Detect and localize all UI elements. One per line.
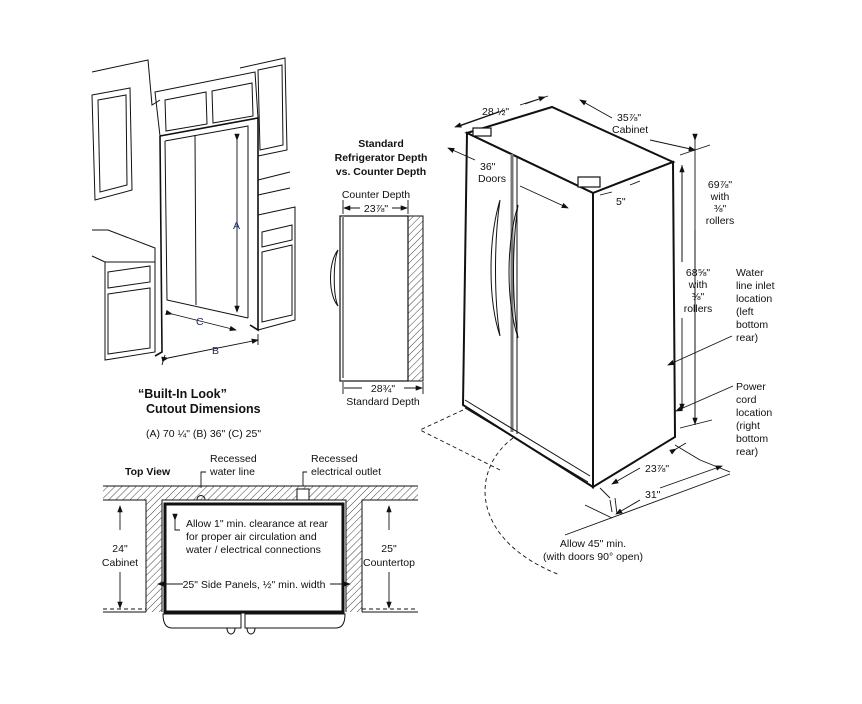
built-in-subtitle: Cutout Dimensions bbox=[146, 402, 261, 416]
cabinet-depth-value: 24" bbox=[112, 543, 128, 555]
water-inlet-line: line inlet bbox=[736, 280, 775, 292]
depth-comparison: Standard Refrigerator Depth vs. Counter … bbox=[330, 138, 428, 408]
dimension-a-label: A bbox=[233, 220, 240, 232]
cabinet-width-label: Cabinet bbox=[612, 124, 648, 136]
built-in-title: “Built-In Look” bbox=[138, 387, 227, 401]
water-line-label: Water line inlet location (left bottom r… bbox=[736, 267, 775, 344]
cabinet-depth-label: Cabinet bbox=[102, 557, 138, 569]
dimension-c-label: C bbox=[196, 316, 204, 328]
height-cabinet-line: 68⅝" bbox=[686, 267, 710, 279]
cabinet-width-value: 35⅞" bbox=[617, 112, 641, 124]
counter-depth-value: 23⅞" bbox=[364, 203, 388, 215]
height-total-line: ⅜" bbox=[714, 203, 727, 215]
cutout-dimensions: (A) 70 ¼" (B) 36" (C) 25" bbox=[146, 428, 261, 440]
height-cabinet-line: with bbox=[688, 279, 708, 291]
standard-depth-value: 28¾" bbox=[371, 383, 395, 395]
power-cord-line: rear) bbox=[736, 446, 758, 458]
power-cord-line: bottom bbox=[736, 433, 768, 445]
clearance-note-line: Allow 1" min. clearance at rear bbox=[186, 518, 329, 530]
outlet-label-line: Recessed bbox=[311, 453, 358, 465]
height-cabinet-line: ⅜" bbox=[692, 291, 705, 303]
power-cord-line: location bbox=[736, 407, 772, 419]
power-cord-line: Power bbox=[736, 381, 766, 393]
power-cord-label: Power cord location (right bottom rear) bbox=[736, 381, 772, 458]
height-total-line: rollers bbox=[706, 215, 735, 227]
counter-depth-label: Counter Depth bbox=[342, 189, 410, 201]
water-inlet-line: rear) bbox=[736, 332, 758, 344]
refrigerator-3d: 28 ½" 35⅞" Cabinet 36" Doors 5" 69⅞" wit… bbox=[418, 95, 775, 576]
clearance-note-line: water / electrical connections bbox=[185, 544, 321, 556]
power-cord-line: (right bbox=[736, 420, 760, 432]
outlet-label-line: electrical outlet bbox=[311, 466, 381, 478]
dimension-b-label: B bbox=[212, 345, 219, 357]
door-clearance-line: Allow 45" min. bbox=[560, 538, 626, 550]
top-view-title: Top View bbox=[125, 466, 171, 478]
depth-title-line: Standard bbox=[358, 138, 404, 150]
depth-cabinet-dimension: 23⅞" bbox=[645, 463, 669, 475]
power-cord-line: cord bbox=[736, 394, 757, 406]
doors-width-label: Doors bbox=[478, 173, 506, 185]
built-in-cutout-drawing: A C B bbox=[91, 57, 296, 366]
height-cabinet-line: rollers bbox=[684, 303, 713, 315]
water-line-label-line: Recessed bbox=[210, 453, 257, 465]
depth-title-line: vs. Counter Depth bbox=[336, 166, 426, 178]
standard-depth-label: Standard Depth bbox=[346, 396, 420, 408]
doors-width-value: 36" bbox=[480, 161, 496, 173]
extra-depth-hatch bbox=[407, 215, 424, 382]
refrigerator-footprint bbox=[163, 502, 345, 614]
depth-top-dimension: 28 ½" bbox=[482, 106, 509, 118]
side-panels-note: 25" Side Panels, ½" min. width bbox=[183, 579, 326, 591]
depth-title-line: Refrigerator Depth bbox=[335, 152, 428, 164]
water-line-label-line: water line bbox=[209, 466, 255, 478]
water-inlet-line: Water bbox=[736, 267, 764, 279]
water-inlet-line: (left bbox=[736, 306, 754, 318]
door-clearance-line: (with doors 90° open) bbox=[543, 551, 643, 563]
countertop-depth-label: Countertop bbox=[363, 557, 415, 569]
water-inlet-line: bottom bbox=[736, 319, 768, 331]
clearance-note-line: for proper air circulation and bbox=[186, 531, 317, 543]
height-total-line: with bbox=[710, 191, 730, 203]
hinge-offset-dimension: 5" bbox=[616, 196, 626, 208]
top-view: Top View Recessed water line Recessed el… bbox=[102, 453, 418, 635]
depth-total-dimension: 31" bbox=[645, 489, 661, 501]
countertop-depth-value: 25" bbox=[381, 543, 397, 555]
water-inlet-line: location bbox=[736, 293, 772, 305]
fridge-side-profile bbox=[339, 215, 409, 382]
height-total-line: 69⅞" bbox=[708, 179, 732, 191]
